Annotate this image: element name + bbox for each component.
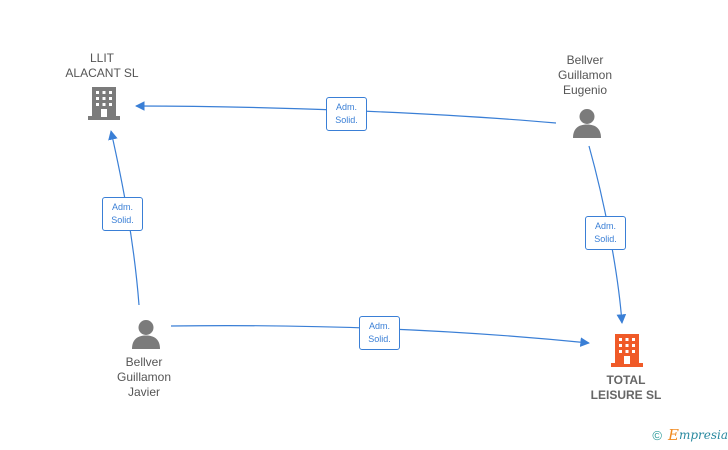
person-icon[interactable] <box>572 108 602 138</box>
person-label-eugenio[interactable]: Bellver Guillamon Eugenio <box>557 53 613 97</box>
building-icon[interactable] <box>611 333 643 367</box>
edge-label-line1: Adm. <box>594 221 616 231</box>
edge-label-javier-llit[interactable]: Adm. Solid. <box>102 197 143 231</box>
edge-label-eugenio-llit[interactable]: Adm. Solid. <box>326 97 367 131</box>
footer-brand[interactable]: © E mpresia <box>652 426 728 444</box>
company-label-total-leisure[interactable]: TOTAL LEISURE SL <box>590 373 662 402</box>
edge-label-line1: Adm. <box>335 102 357 112</box>
brand-first-letter: E <box>667 426 679 444</box>
company-label-llit-alacant[interactable]: LLIT ALACANT SL <box>65 51 139 80</box>
edge-label-line1: Adm. <box>111 202 133 212</box>
edge-label-line2: Solid. <box>335 115 358 125</box>
building-icon[interactable] <box>88 86 120 120</box>
edge-label-eugenio-total[interactable]: Adm. Solid. <box>585 216 626 250</box>
edge-label-line2: Solid. <box>111 215 134 225</box>
edge-label-line2: Solid. <box>594 234 617 244</box>
copyright-symbol: © <box>652 427 662 443</box>
edge-label-line2: Solid. <box>368 334 391 344</box>
brand-name: mpresia <box>678 428 728 442</box>
edge-label-line1: Adm. <box>368 321 390 331</box>
person-label-javier[interactable]: Bellver Guillamon Javier <box>116 355 172 399</box>
person-icon[interactable] <box>131 319 161 349</box>
edge-label-javier-total[interactable]: Adm. Solid. <box>359 316 400 350</box>
